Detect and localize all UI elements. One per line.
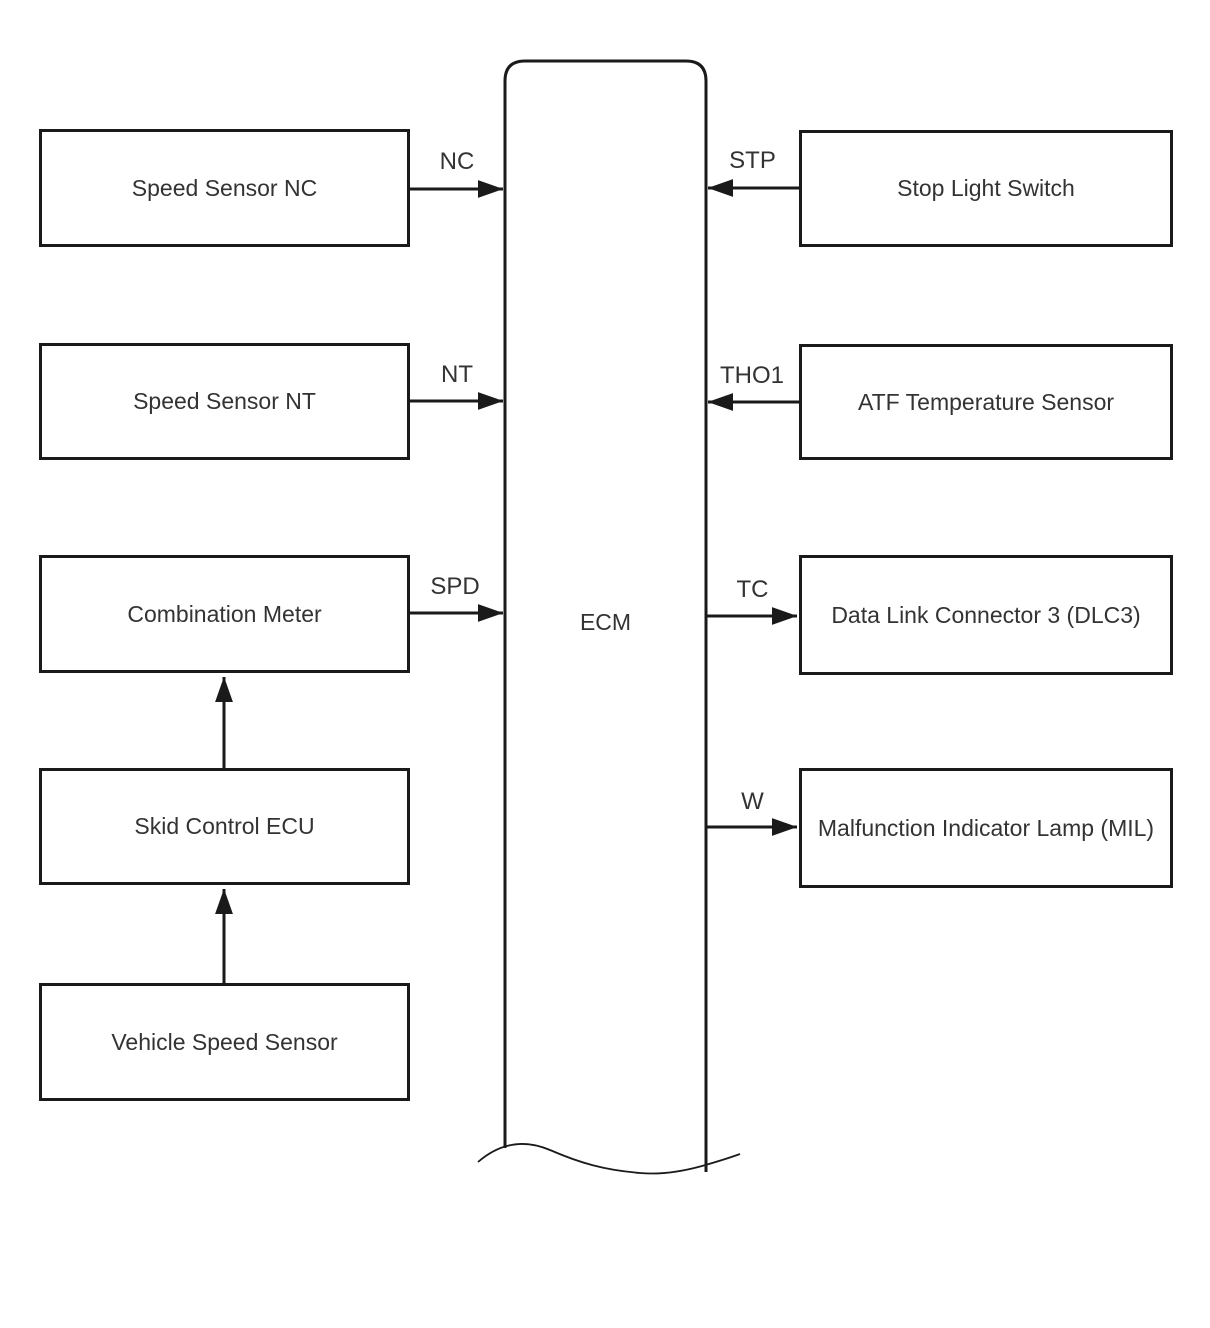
node-label: Stop Light Switch — [897, 175, 1075, 202]
signal-label-tho1: THO1 — [719, 362, 784, 389]
signal-label-spd: SPD — [430, 573, 480, 600]
signal-label-nc: NC — [439, 148, 475, 175]
signal-label-stp: STP — [729, 147, 776, 174]
node-skid-control-ecu: Skid Control ECU — [39, 768, 410, 885]
ecm-outline — [503, 59, 708, 1172]
node-vehicle-speed-sensor: Vehicle Speed Sensor — [39, 983, 410, 1101]
node-malfunction-indicator-lamp: Malfunction Indicator Lamp (MIL) — [799, 768, 1173, 888]
node-label: Combination Meter — [127, 600, 322, 627]
node-stop-light-switch: Stop Light Switch — [799, 130, 1173, 247]
node-label: Vehicle Speed Sensor — [111, 1028, 338, 1055]
node-label: Skid Control ECU — [134, 813, 315, 840]
signal-label-w: W — [741, 788, 764, 815]
node-data-link-connector-3: Data Link Connector 3 (DLC3) — [799, 555, 1173, 675]
node-speed-sensor-nt: Speed Sensor NT — [39, 343, 410, 460]
node-label: Data Link Connector 3 (DLC3) — [831, 601, 1141, 628]
node-combination-meter: Combination Meter — [39, 555, 410, 673]
node-speed-sensor-nc: Speed Sensor NC — [39, 129, 410, 247]
node-label: ATF Temperature Sensor — [857, 388, 1115, 415]
ecm-break-wave — [477, 1143, 741, 1175]
node-atf-temperature-sensor: ATF Temperature Sensor — [799, 344, 1173, 460]
node-label: Speed Sensor NT — [133, 388, 316, 415]
node-label: Speed Sensor NC — [131, 174, 318, 201]
signal-label-tc: TC — [736, 576, 769, 603]
node-label: Malfunction Indicator Lamp (MIL) — [817, 814, 1155, 841]
signal-label-nt: NT — [441, 361, 473, 388]
ecm-title: ECM — [579, 608, 632, 635]
